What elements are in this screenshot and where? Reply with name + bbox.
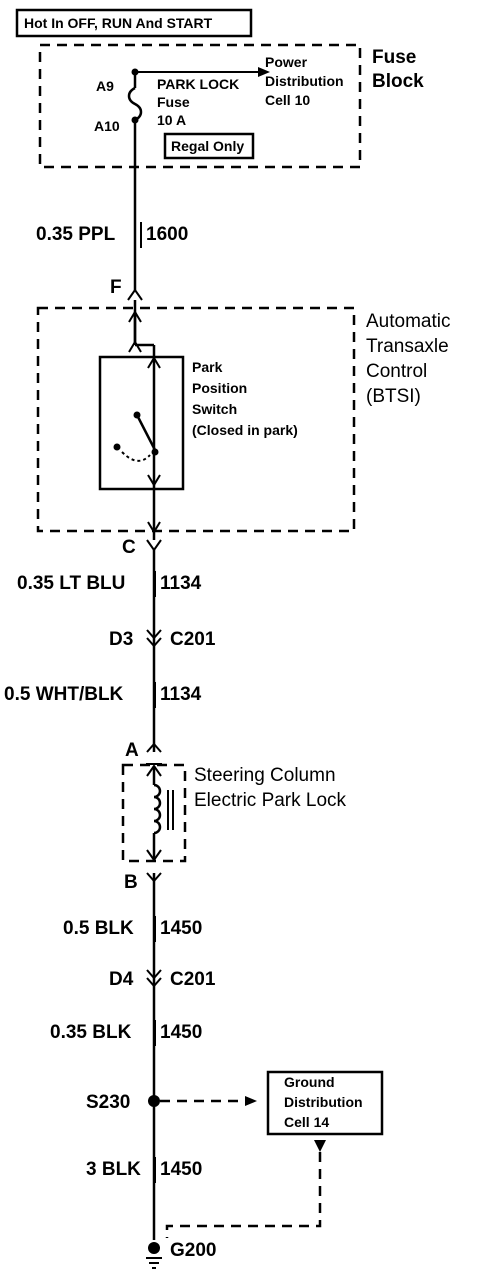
wire-label-blk: 0.5 BLK — [63, 918, 134, 939]
wire-label-blk-035: 0.35 BLK — [50, 1022, 132, 1043]
wire-label-wht-blk: 0.5 WHT/BLK — [4, 684, 124, 705]
ground-label: G200 — [170, 1240, 216, 1261]
pin-b: B — [124, 872, 138, 893]
transaxle-title-2: Transaxle — [366, 336, 449, 357]
connector-b: B — [124, 872, 162, 893]
circuit-1450-c: 1450 — [160, 1159, 202, 1180]
transaxle-title-3: Control — [366, 361, 427, 382]
connector-d4-c201: D4 C201 — [109, 969, 216, 990]
connector-d3-c201: D3 C201 — [109, 629, 216, 650]
wire-label-3-blk: 3 BLK — [86, 1159, 141, 1180]
ground-dist-label-3: Cell 14 — [284, 1114, 329, 1130]
switch-label-3: Switch — [192, 401, 237, 417]
pin-d3: D3 — [109, 629, 133, 650]
connector-c201-b: C201 — [170, 969, 216, 990]
power-dist-label-2: Distribution — [265, 73, 344, 89]
fuse-name: PARK LOCK — [157, 76, 239, 92]
park-lock: Steering Column Electric Park Lock — [121, 763, 347, 863]
transaxle-title: Automatic — [366, 311, 450, 332]
wire-label-lt-blu: 0.35 LT BLU — [17, 573, 125, 594]
park-lock-title-2: Electric Park Lock — [194, 790, 347, 811]
pin-f: F — [110, 277, 122, 298]
pin-a10: A10 — [94, 118, 120, 134]
pin-a9: A9 — [96, 78, 114, 94]
circuit-1134: 1134 — [160, 573, 202, 594]
switch-label-4: (Closed in park) — [192, 422, 298, 438]
ground-dist-label-2: Distribution — [284, 1094, 363, 1110]
splice-s230: S230 — [86, 1092, 257, 1113]
ground-distribution: Ground Distribution Cell 14 — [165, 1070, 384, 1238]
fuse-block: Fuse Block A9 A10 PARK LOCK Fuse 10 A Po… — [38, 43, 424, 169]
transaxle-title-4: (BTSI) — [366, 386, 421, 407]
circuit-wire — [133, 120, 156, 1240]
switch-label: Park — [192, 359, 223, 375]
connector-c201: C201 — [170, 629, 216, 650]
circuit-1450: 1450 — [160, 918, 202, 939]
wire-label-ppl: 0.35 PPL — [36, 224, 116, 245]
fuse-block-title-2: Block — [372, 71, 424, 92]
fuse-word: Fuse — [157, 94, 190, 110]
power-dist-label-3: Cell 10 — [265, 92, 310, 108]
fuse-block-title: Fuse — [372, 47, 416, 68]
pin-d4: D4 — [109, 969, 134, 990]
circuit-1450-b: 1450 — [160, 1022, 202, 1043]
park-lock-title: Steering Column — [194, 765, 336, 786]
fuse-rating: 10 A — [157, 112, 186, 128]
hot-in-label: Hot In OFF, RUN And START — [15, 8, 253, 38]
connector-a: A — [125, 740, 162, 761]
circuit-1134-b: 1134 — [160, 684, 202, 705]
connector-f: F — [110, 277, 143, 301]
ground-g200: G200 — [146, 1240, 216, 1269]
power-dist-label: Power — [265, 54, 308, 70]
ground-dist-label: Ground — [284, 1074, 335, 1090]
switch-label-2: Position — [192, 380, 247, 396]
pin-a: A — [125, 740, 139, 761]
svg-text:Hot In OFF, RUN And START: Hot In OFF, RUN And START — [24, 15, 213, 31]
circuit-1600: 1600 — [146, 224, 188, 245]
regal-only-label: Regal Only — [171, 138, 244, 154]
pin-c: C — [122, 537, 136, 558]
fuse-symbol — [127, 67, 270, 124]
connector-c: C — [122, 537, 162, 558]
transaxle-control: Automatic Transaxle Control (BTSI) Park … — [36, 306, 450, 534]
splice-label: S230 — [86, 1092, 130, 1113]
